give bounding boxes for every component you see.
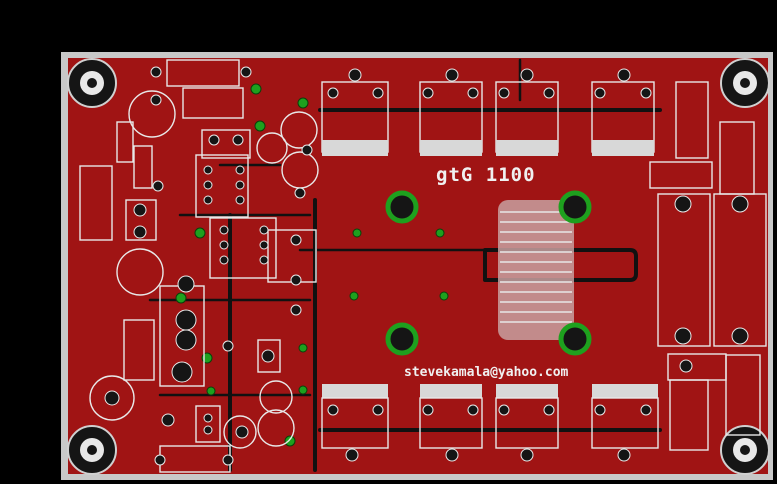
mounting-hole-bottom-right — [720, 425, 770, 475]
mounting-hole-bottom-left — [67, 425, 117, 475]
mounting-hole-top-right — [720, 58, 770, 108]
board-title: gtG 1100 — [436, 164, 536, 186]
transformer-pads — [385, 190, 592, 356]
designer-email: stevekamala@yahoo.com — [404, 365, 569, 380]
via-icon — [175, 83, 449, 447]
mounting-hole-top-left — [67, 58, 117, 108]
inductor-coil-icon — [498, 200, 574, 340]
mosfet-row-top — [321, 68, 655, 156]
mosfet-row-bottom — [321, 384, 659, 462]
copper-pour — [68, 58, 768, 474]
output-components-right — [649, 81, 767, 451]
control-section-left — [79, 59, 319, 473]
